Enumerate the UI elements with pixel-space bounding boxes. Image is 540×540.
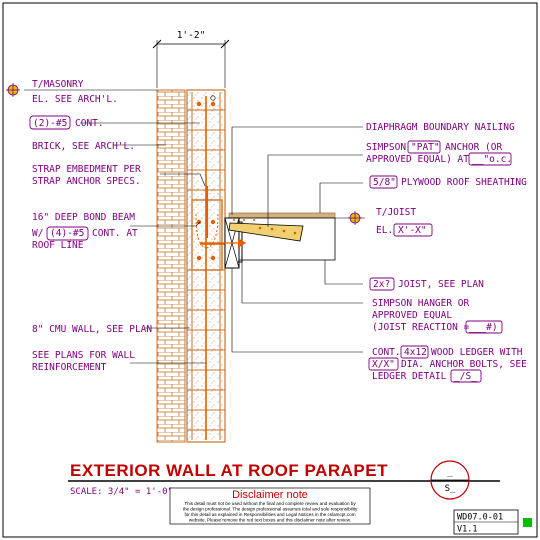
plywood-sheathing	[228, 212, 336, 219]
ledger-line3: LEDGER DETAIL	[372, 371, 447, 382]
t-joist-label: T/JOIST	[376, 207, 416, 218]
wall-section	[156, 89, 226, 443]
drawing-title: EXTERIOR WALL AT ROOF PARAPET	[70, 461, 388, 480]
bond-beam-suffix: CONT. AT	[92, 228, 138, 239]
pat-strap	[228, 222, 304, 242]
el-see-arch-label: EL. SEE ARCH'L.	[32, 94, 118, 105]
joist-label: JOIST, SEE PLAN	[398, 279, 484, 290]
joist-size-value: 2x?	[373, 279, 390, 290]
status-indicator-icon	[523, 518, 532, 527]
disclaimer-heading: Disclaimer note	[232, 489, 308, 501]
disclaimer-line: the design professional. The design prof…	[183, 507, 358, 512]
detail-number: _	[447, 468, 453, 478]
sheet-code: WD07.0-01	[457, 513, 503, 523]
brick-label: BRICK, SEE ARCH'L.	[32, 141, 135, 152]
simpson-prefix: SIMPSON	[366, 142, 406, 153]
bond-beam-line3: ROOF LINE	[32, 240, 84, 251]
plywood-thickness-value: 5/8"	[373, 177, 396, 188]
ledger-line1-prefix: CONT.	[372, 347, 401, 358]
leader-lines	[80, 122, 363, 364]
ledger-detail-ref: _/S_	[454, 371, 477, 382]
ledger-size-value: 4x12	[404, 347, 427, 358]
simpson-line2: APPROVED EQUAL) AT	[366, 154, 469, 165]
version-label: V1.1	[457, 525, 477, 535]
dimension-1ft2in: 1'-2"	[152, 30, 230, 88]
title-block: EXTERIOR WALL AT ROOF PARAPET SCALE: 3/4…	[68, 460, 532, 535]
bond-beam-line1: 16" DEEP BOND BEAM	[32, 212, 135, 223]
hanger-line3: (JOIST REACTION =	[372, 322, 470, 333]
ledger-line2: DIA. ANCHOR BOLTS, SEE	[401, 359, 527, 370]
disclaimer-line: This detail must not be used without the…	[184, 501, 356, 506]
hanger-line1: SIMPSON HANGER OR	[372, 298, 470, 309]
drawing-scale: SCALE: 3/4" = 1'-0"	[70, 487, 173, 497]
simpson-suffix: ANCHOR (OR	[445, 142, 502, 153]
ledger-line1-suffix: WOOD LEDGER WITH	[431, 347, 523, 358]
plywood-label: PLYWOOD ROOF SHEATHING	[401, 177, 527, 188]
cont-suffix: CONT.	[75, 118, 104, 129]
brick-veneer	[156, 89, 186, 443]
bond-beam-bars: (4)-#5	[50, 228, 84, 239]
joist-reaction-value: ___#)	[469, 322, 498, 333]
cmu-wall-label: 8" CMU WALL, SEE PLAN	[32, 324, 152, 335]
t-joist-marker	[335, 211, 365, 225]
simpson-pat-value: "PAT"	[411, 142, 440, 153]
disclaimer-line: for this detail as explained in Responsi…	[184, 512, 355, 517]
bond-beam-prefix: W/	[32, 228, 43, 239]
see-plans-line2: REINFORCEMENT	[32, 362, 107, 373]
disclaimer-line: website. Please remove the red text boxe…	[189, 518, 351, 523]
ledger-bolt-dia-value: X/X"	[372, 359, 395, 370]
roof-framing	[200, 212, 336, 269]
detail-sheet-ref: S_	[445, 484, 456, 494]
t-masonry-label: T/MASONRY	[32, 79, 84, 90]
strap-embedment-line2: STRAP ANCHOR SPECS.	[32, 176, 141, 187]
disclaimer-box	[169, 487, 371, 525]
see-plans-line1: SEE PLANS FOR WALL	[32, 350, 135, 361]
hanger-line2: APPROVED EQUAL	[372, 310, 452, 321]
t-masonry-marker	[6, 83, 157, 97]
t-joist-el-value: X'-X"	[398, 225, 427, 236]
strap-embedment-line1: STRAP EMBEDMENT PER	[32, 164, 141, 175]
cont-bars-value: (2)-#5	[33, 118, 67, 129]
diaphragm-label: DIAPHRAGM BOUNDARY NAILING	[366, 122, 515, 133]
dimension-label: 1'-2"	[177, 30, 206, 41]
t-joist-el-prefix: EL.	[376, 225, 393, 236]
simpson-spacing-value: __"o.c.	[472, 154, 512, 165]
